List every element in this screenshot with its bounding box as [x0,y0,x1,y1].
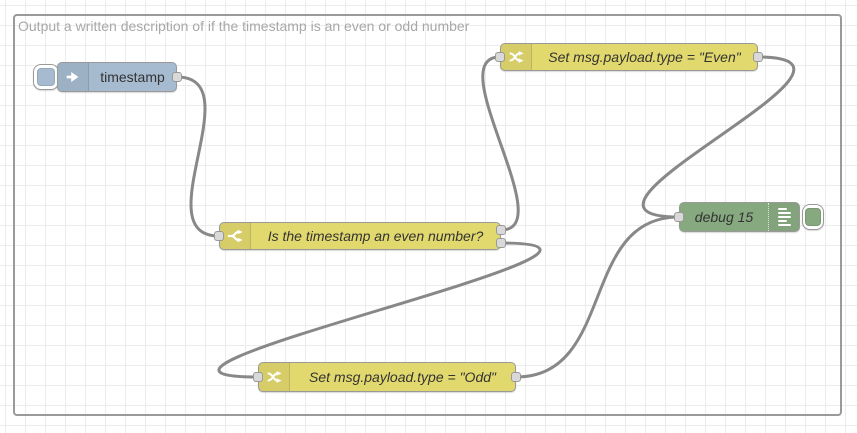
inject-arrow-icon [58,63,89,91]
port-change-odd-output[interactable] [511,372,521,382]
group-label: Output a written description of if the t… [18,18,470,34]
wire-switch-to-even[interactable] [481,55,520,232]
node-switch-even-check[interactable]: Is the timestamp an even number? [219,222,501,250]
wire-even-to-debug[interactable] [641,55,796,219]
wire-switch-to-odd[interactable] [217,241,542,379]
node-debug-15[interactable]: debug 15 [679,202,800,232]
node-label: debug 15 [694,209,754,225]
switch-fork-icon [220,223,251,249]
port-change-even-input[interactable] [495,52,505,62]
change-swap-icon [501,44,532,70]
debug-console-icon [768,203,799,231]
debug-toggle-pad [805,208,821,226]
change-swap-icon [259,363,290,391]
inject-button[interactable] [33,64,59,90]
node-label: Set msg.payload.type = "Even" [548,49,741,65]
node-change-odd[interactable]: Set msg.payload.type = "Odd" [258,362,516,392]
node-label: timestamp [100,69,165,85]
port-switch-input[interactable] [214,231,224,241]
node-change-even[interactable]: Set msg.payload.type = "Even" [500,43,758,71]
inject-button-pad [37,68,55,86]
debug-toggle-button[interactable] [802,204,824,230]
port-change-even-output[interactable] [753,52,763,62]
node-label: Set msg.payload.type = "Odd" [309,369,496,385]
port-debug-input[interactable] [674,212,684,222]
wire-odd-to-debug[interactable] [515,215,680,379]
port-switch-output-2[interactable] [496,238,506,248]
port-switch-output-1[interactable] [496,225,506,235]
node-inject-timestamp[interactable]: timestamp [57,62,177,92]
port-change-odd-input[interactable] [253,372,263,382]
node-label: Is the timestamp an even number? [267,228,484,244]
flow-group[interactable]: Output a written description of if the t… [13,14,842,416]
wire-inject-to-switch[interactable] [176,75,220,238]
port-inject-output[interactable] [172,72,182,82]
